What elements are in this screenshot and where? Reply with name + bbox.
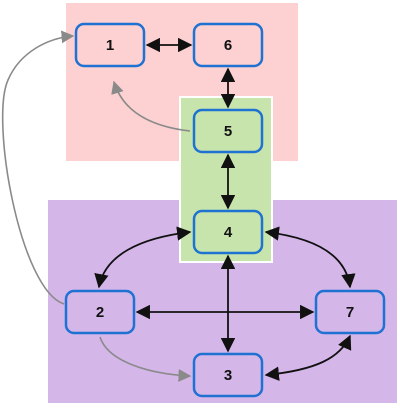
node-box	[192, 209, 264, 255]
node-4: 4	[192, 209, 264, 255]
node-box	[74, 22, 146, 68]
node-label: 4	[224, 224, 233, 241]
edge-4-to-7	[264, 226, 356, 289]
node-box	[192, 108, 264, 154]
node-label: 2	[96, 304, 104, 321]
node-label: 6	[224, 37, 232, 54]
node-label: 7	[346, 304, 354, 321]
edge-2-to-3	[99, 336, 192, 382]
node-1: 1	[74, 22, 146, 68]
edge-5-to-1	[111, 80, 191, 132]
nodes-layer: 1 6 5 4 2 7 3	[64, 22, 386, 398]
node-label: 1	[106, 37, 114, 54]
node-3: 3	[192, 352, 264, 398]
node-7: 7	[314, 289, 386, 335]
node-box	[314, 289, 386, 335]
edges-layer	[1, 30, 356, 382]
edge-3-to-7	[264, 334, 352, 381]
node-label: 3	[224, 367, 232, 384]
node-5: 5	[192, 108, 264, 154]
edge-4-to-2	[94, 226, 192, 289]
node-box	[192, 352, 264, 398]
node-label: 5	[224, 123, 232, 140]
edge-2-to-1	[1, 30, 75, 305]
node-box	[192, 22, 264, 68]
node-box	[64, 289, 136, 335]
node-6: 6	[192, 22, 264, 68]
node-2: 2	[64, 289, 136, 335]
